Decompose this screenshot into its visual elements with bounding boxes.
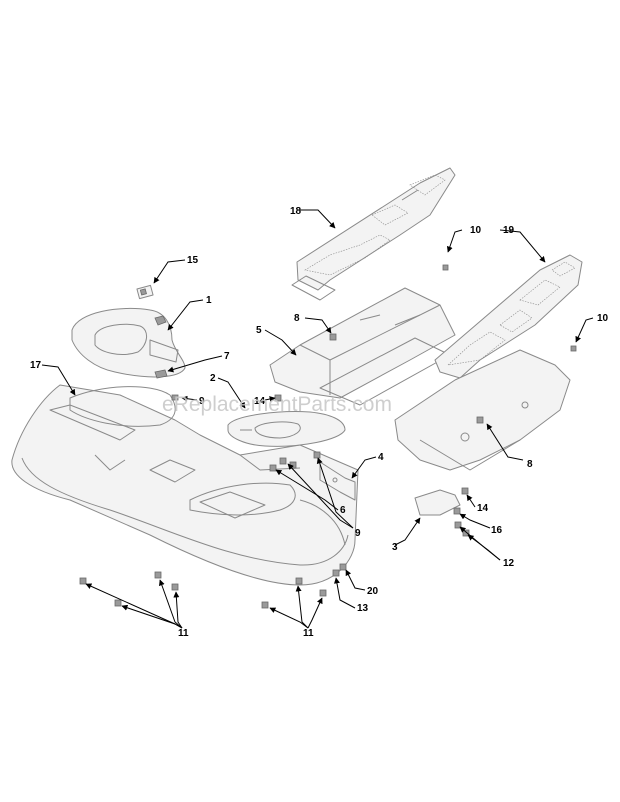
callout-5: 5 [256,325,262,336]
leader-lines [41,209,594,629]
part-5-tunnel-frame [269,287,456,406]
callout-1: 1 [206,295,212,306]
part-15-switch [136,284,154,300]
callout-9: 9 [355,528,361,539]
watermark-text: eReplacementParts.com [162,393,392,416]
part-7-clip [154,369,168,379]
callout-11: 11 [178,628,189,639]
part-4-bracket [319,461,356,501]
part-1-seat-pan [71,307,186,378]
part-3-side-bracket [414,489,461,516]
fasteners [79,264,577,609]
part-right-floor-pan [394,349,571,471]
callout-10: 10 [597,313,609,324]
callout-8: 8 [527,459,533,470]
callout-20: 20 [367,586,379,597]
callout-labels: 18 10 19 15 1 8 10 5 7 17 2 9 14 4 8 14 … [30,206,609,639]
callout-13: 13 [357,603,369,614]
callout-17: 17 [30,360,42,371]
callout-16: 16 [491,525,503,536]
part-17-body-shroud [11,384,359,586]
callout-19: 19 [503,225,515,236]
part-18-left-mat [291,167,456,301]
callout-12: 12 [503,558,515,569]
callout-7: 7 [224,351,230,362]
callout-6: 6 [340,505,346,516]
callout-15: 15 [187,255,199,266]
callout-11: 11 [303,628,314,639]
callout-9: 9 [199,396,205,407]
callout-10: 10 [470,225,482,236]
part-19-right-mat [434,254,583,379]
callout-3: 3 [392,542,398,553]
callout-14: 14 [477,503,489,514]
part-2-console [227,411,346,447]
callout-18: 18 [290,206,302,217]
callout-8: 8 [294,313,300,324]
callout-4: 4 [378,452,384,463]
callout-2: 2 [210,373,216,384]
callout-14: 14 [254,396,266,407]
